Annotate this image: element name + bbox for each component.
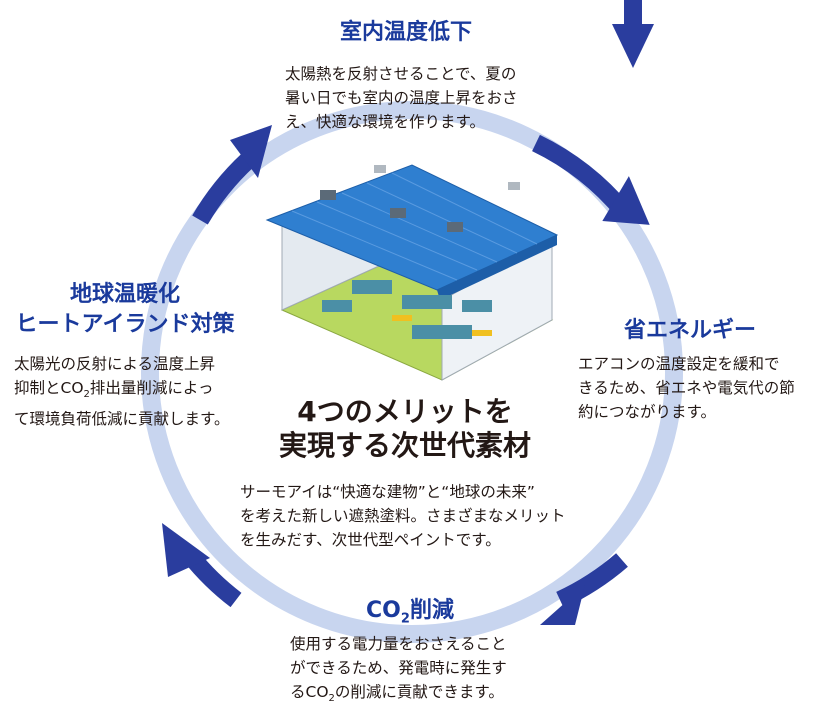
text-span: の削減に貢献できます。 [334, 683, 504, 701]
text-span: 削減 [409, 598, 454, 623]
text-line: え、快適な環境を作ります。 [285, 113, 485, 131]
text-line: 太陽熱を反射させることで、夏の [285, 65, 517, 83]
text-line: サーモアイは“快適な建物”と“地球の未来” [240, 483, 535, 501]
heading-line: ヒートアイランド対策 [15, 312, 235, 337]
arrow-segment-left-top [192, 153, 255, 225]
text-span: 抑制とCO [14, 379, 84, 397]
arrow-head-left-top [230, 125, 272, 178]
subscript: 2 [83, 389, 90, 401]
arrow-head-left-bottom [162, 523, 210, 577]
text-line: 約につながります。 [578, 403, 716, 421]
text-line: 抑制とCO2排出量削減によっ [14, 376, 254, 407]
text-line: 使用する電力量をおさえること [290, 635, 507, 653]
subscript: 2 [328, 693, 335, 705]
title-line: 実現する次世代素材 [278, 429, 531, 462]
text-line: 太陽光の反射による温度上昇 [14, 355, 216, 373]
text-span: 排出量削減によっ [89, 379, 214, 397]
arrow-head-right [602, 176, 650, 225]
center-description: サーモアイは“快適な建物”と“地球の未来” を考えた新しい遮熱塗料。さまざまなメ… [240, 480, 580, 552]
ring-track [141, 101, 683, 643]
text-line: エアコンの温度設定を緩和で [578, 355, 780, 373]
text-energy-saving: エアコンの温度設定を緩和で きるため、省エネや電気代の節 約につながります。 [578, 352, 818, 424]
heading-line: 地球温暖化 [69, 282, 180, 307]
text-line: ができるため、発電時に発生す [290, 659, 507, 677]
text-line: て環境負荷低減に貢献します。 [14, 410, 230, 429]
subscript: 2 [400, 611, 410, 627]
title-line: 4つのメリットを [297, 395, 513, 428]
down-arrow-icon [612, 0, 654, 68]
text-global-warming: 太陽光の反射による温度上昇 抑制とCO2排出量削減によっ て環境負荷低減に貢献し… [14, 352, 254, 431]
text-co2-reduction: 使用する電力量をおさえること ができるため、発電時に発生す るCO2の削減に貢献… [290, 632, 550, 711]
heading-indoor-temp: 室内温度低下 [339, 20, 472, 45]
text-span: CO [366, 598, 401, 623]
text-span: るCO [290, 683, 329, 701]
text-line: るCO2の削減に貢献できます。 [290, 680, 550, 711]
arrow-head-bottom [540, 585, 585, 625]
center-title: 4つのメリットを 実現する次世代素材 [230, 395, 580, 463]
text-line: 暑い日でも室内の温度上昇をおさ [285, 89, 518, 107]
text-line: を考えた新しい遮熱塗料。さまざまなメリット [240, 507, 566, 525]
heading-global-warming: 地球温暖化 ヒートアイランド対策 [0, 280, 250, 340]
heading-co2-reduction: CO2削減 [330, 592, 490, 626]
text-line: きるため、省エネや電気代の節 [578, 379, 795, 397]
text-line: を生みだす、次世代型ペイントです。 [240, 531, 501, 549]
arrow-segment-bottom [556, 553, 628, 609]
heading-energy-saving: 省エネルギー [623, 318, 756, 343]
text-indoor-temp: 太陽熱を反射させることで、夏の 暑い日でも室内の温度上昇をおさ え、快適な環境を… [285, 62, 545, 134]
factory-building-illustration [265, 164, 559, 381]
